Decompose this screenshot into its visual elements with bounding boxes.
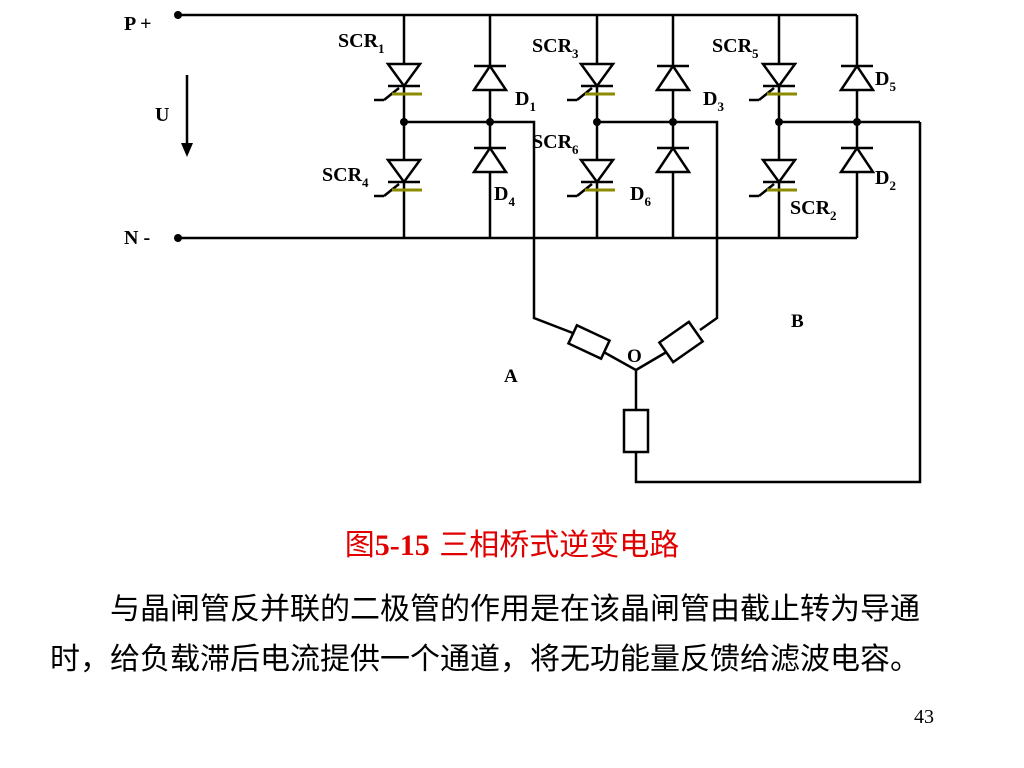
caption-number: 5-15	[374, 529, 430, 562]
node-o-label: O	[627, 346, 642, 367]
figure-caption: 图5-15 三相桥式逆变电路	[0, 520, 1024, 564]
voltage-label: U	[155, 104, 169, 126]
bus-n-label: N -	[124, 227, 150, 249]
gate-bars	[392, 92, 797, 192]
d4-symbol	[472, 146, 508, 174]
d6-symbol	[655, 146, 691, 174]
scr2-label: SCR2	[790, 197, 837, 223]
scr4-label: SCR4	[322, 164, 369, 190]
bus-p-label: P +	[124, 13, 152, 35]
scr1-label: SCR1	[338, 30, 385, 56]
caption-title: 三相桥式逆变电路	[429, 528, 680, 563]
scr3-label: SCR3	[532, 35, 579, 61]
load-resistors	[566, 320, 705, 454]
scr6-label: SCR6	[532, 131, 579, 157]
d5-label: D5	[875, 68, 896, 94]
d6-label: D6	[630, 183, 651, 209]
page-number: 43	[914, 706, 934, 728]
explanation-paragraph: 与晶闸管反并联的二极管的作用是在该晶闸管由截止转为导通时，给负载滞后电流提供一个…	[50, 592, 920, 677]
resistor-a	[566, 323, 612, 361]
caption-prefix: 图	[344, 528, 375, 563]
d2-symbol	[839, 146, 875, 174]
wiring	[178, 13, 922, 484]
d2-label: D2	[875, 167, 896, 193]
phase-a-label: A	[504, 366, 518, 387]
d3-symbol	[655, 64, 691, 92]
d1-label: D1	[515, 88, 536, 114]
inverter-circuit-diagram: P + N - U O A B SCR1 SCR3 SCR5 SCR4 SCR6…	[124, 11, 922, 484]
resistor-c	[622, 408, 650, 454]
scr5-label: SCR5	[712, 35, 759, 61]
junction-dots	[174, 11, 861, 242]
d3-label: D3	[703, 88, 724, 114]
d5-symbol	[839, 64, 875, 92]
phase-b-label: B	[791, 311, 804, 332]
d1-symbol	[472, 64, 508, 92]
d4-label: D4	[494, 183, 515, 209]
resistor-b	[657, 320, 705, 364]
